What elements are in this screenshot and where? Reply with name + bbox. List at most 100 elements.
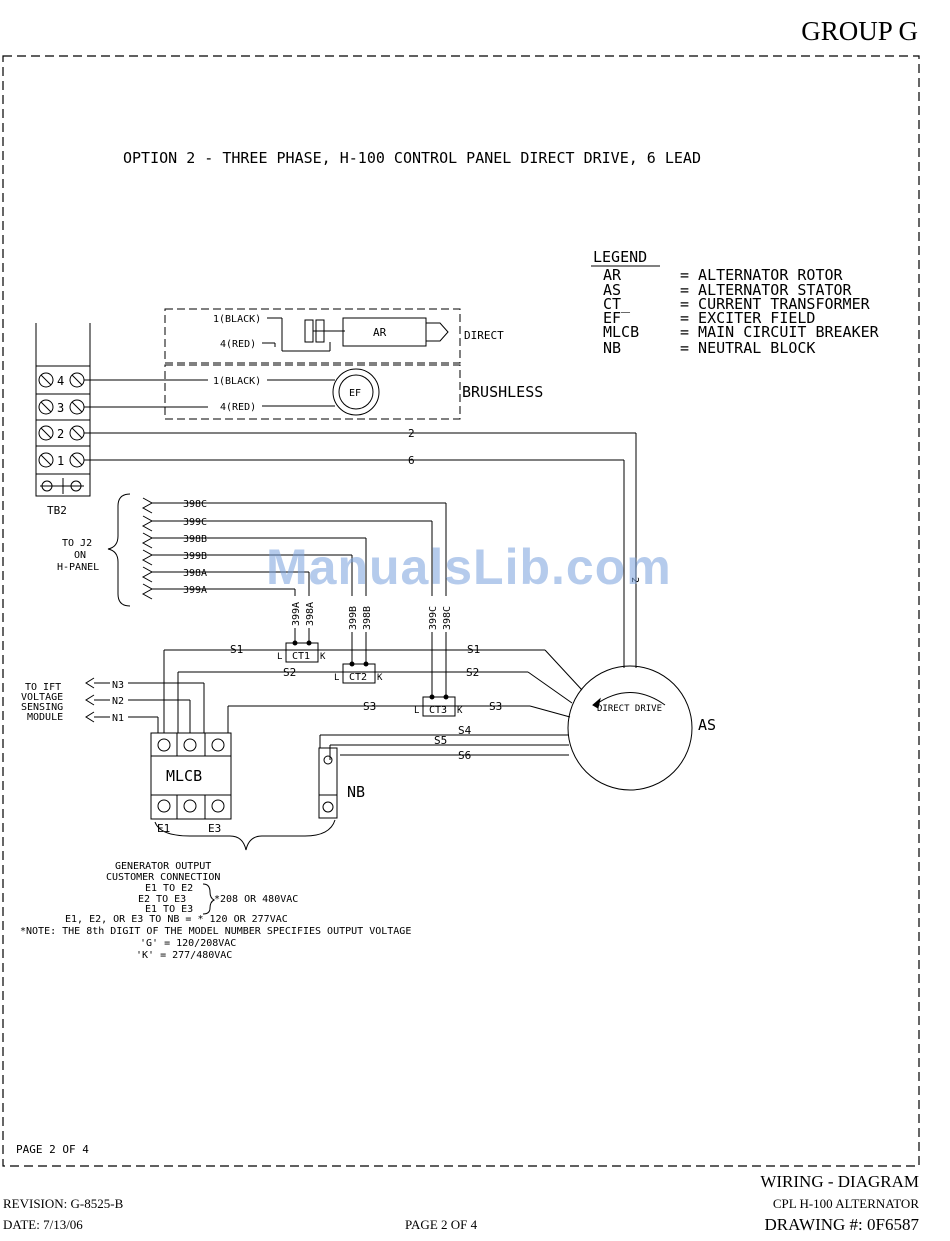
legend-desc-nb: = NEUTRAL BLOCK: [680, 339, 815, 357]
neutral-block: [318, 747, 338, 819]
ct2: CT2: [342, 661, 376, 684]
note-5: E1 TO E3: [145, 904, 193, 915]
alternator-stator: DIRECT DRIVE: [567, 665, 693, 791]
ct-lead-399b: 399B: [348, 606, 359, 630]
wire-6-label: 6: [408, 454, 415, 467]
brushless-red-label: 4(RED): [220, 402, 256, 413]
wire-half-label: 2: [629, 577, 640, 583]
ct3-l-mark: L: [414, 706, 419, 716]
mlcb-e3: E3: [208, 822, 221, 835]
s6: S6: [458, 749, 471, 762]
tb2-terminal-block: 4 3 2 1 TB2: [35, 323, 91, 517]
legend-abbr-as: AS: [603, 281, 621, 299]
svg-text:CT3: CT3: [429, 705, 447, 716]
output-brace: [154, 819, 336, 851]
brushless-label: BRUSHLESS: [462, 383, 543, 401]
s2-right: S2: [466, 666, 479, 679]
legend-abbr-ar: AR: [603, 266, 622, 284]
svg-text:4: 4: [57, 374, 64, 388]
j2-wire-399c: 399C: [183, 517, 207, 528]
ct-lead-398b: 398B: [362, 606, 373, 630]
brushless-box: [164, 364, 461, 420]
ct-lead-399c: 399C: [428, 606, 439, 630]
tb2-terminal-1: 1: [38, 452, 85, 468]
tb2-terminal-2: 2: [38, 425, 85, 441]
brushless-black-label: 1(BLACK): [213, 376, 261, 387]
footer-drawing-number: DRAWING #: 0F6587: [764, 1215, 919, 1234]
exciter-field: 1(BLACK) 4(RED) EF: [213, 368, 380, 416]
j2-label-3: H-PANEL: [57, 562, 99, 573]
direct-red-label: 4(RED): [220, 339, 256, 350]
note-4b: *208 OR 480VAC: [214, 894, 298, 905]
note-7: *NOTE: THE 8th DIGIT OF THE MODEL NUMBER…: [20, 926, 411, 937]
n3-label: N3: [112, 680, 124, 691]
footer-title: WIRING - DIAGRAM: [760, 1172, 919, 1191]
direct-label: DIRECT: [464, 329, 504, 342]
direct-black-label: 1(BLACK): [213, 314, 261, 325]
footer-revision: REVISION: G-8525-B: [3, 1196, 124, 1211]
n1-label: N1: [112, 713, 124, 724]
ct1-l-mark: L: [277, 652, 282, 662]
ar-label: AR: [373, 326, 387, 339]
direct-box: [164, 308, 461, 364]
legend-heading: LEGEND: [593, 248, 647, 266]
svg-text:CT2: CT2: [349, 672, 367, 683]
note-2: CUSTOMER CONNECTION: [106, 872, 220, 883]
s3-right: S3: [489, 700, 502, 713]
footer-date: DATE: 7/13/06: [3, 1217, 83, 1232]
j2-brace: [107, 493, 131, 607]
as-label: AS: [698, 716, 716, 734]
legend-desc-ct: = CURRENT TRANSFORMER: [680, 295, 871, 313]
alternator-rotor: 1(BLACK) 4(RED) AR: [213, 314, 449, 352]
note-3: E1 TO E2: [145, 883, 193, 894]
tb2-terminal-4: 4: [38, 372, 85, 388]
legend-desc-ef: = EXCITER FIELD: [680, 309, 815, 327]
legend-abbr-ef: EF: [603, 309, 621, 327]
s2-left: S2: [283, 666, 296, 679]
svg-text:2: 2: [57, 427, 64, 441]
legend-abbr-mlcb: MLCB: [603, 323, 639, 341]
j2-wires: [141, 497, 447, 600]
ct1: CT1: [285, 640, 319, 663]
ct2-l-mark: L: [334, 673, 339, 683]
watermark: ManualsLib.com: [266, 539, 672, 595]
j2-wire-398a: 398A: [183, 568, 207, 579]
ift-label-2: VOLTAGE: [21, 692, 63, 703]
legend-desc-mlcb: = MAIN CIRCUIT BREAKER: [680, 323, 880, 341]
ift-wires: [85, 677, 205, 733]
j2-label-2: ON: [74, 550, 86, 561]
ift-label-3: SENSING: [21, 702, 63, 713]
note-1: GENERATOR OUTPUT: [115, 861, 211, 872]
n2-label: N2: [112, 696, 124, 707]
output-notes: GENERATOR OUTPUT CUSTOMER CONNECTION E1 …: [20, 861, 411, 961]
mlcb-label: MLCB: [166, 767, 202, 785]
voltage-brace: [202, 883, 216, 915]
mlcb-breaker: MLCB: [150, 732, 232, 820]
note-8: 'G' = 120/208VAC: [140, 938, 236, 949]
ef-label: EF: [349, 388, 361, 399]
mlcb-e1: E1: [157, 822, 170, 835]
ift-label-1: TO IFT: [25, 682, 61, 693]
j2-wire-399a: 399A: [183, 585, 207, 596]
ct1-k-mark: K: [320, 652, 326, 662]
ct3-k-mark: K: [457, 706, 463, 716]
note-4: E2 TO E3: [138, 894, 186, 905]
wire-2-label: 2: [408, 427, 415, 440]
note-6: E1, E2, OR E3 TO NB = * 120 OR 277VAC: [65, 914, 288, 925]
drawing-frame: [2, 55, 920, 1167]
ct-lead-398a: 398A: [305, 602, 316, 626]
tb2-wires: [84, 379, 637, 668]
group-label: GROUP G: [801, 16, 918, 46]
j2-label-1: TO J2: [62, 538, 92, 549]
footer-model: CPL H-100 ALTERNATOR: [772, 1196, 919, 1211]
nb-label: NB: [347, 783, 365, 801]
tb2-terminal-3: 3: [38, 399, 85, 415]
diagram-title: OPTION 2 - THREE PHASE, H-100 CONTROL PA…: [123, 149, 701, 167]
ct-lead-399a: 399A: [291, 602, 302, 626]
direct-drive-label: DIRECT DRIVE: [597, 704, 662, 714]
ift-label-4: MODULE: [27, 712, 63, 723]
s5: S5: [434, 734, 447, 747]
j2-wire-398b: 398B: [183, 534, 207, 545]
legend-abbr-ct: CT_: [603, 295, 631, 313]
